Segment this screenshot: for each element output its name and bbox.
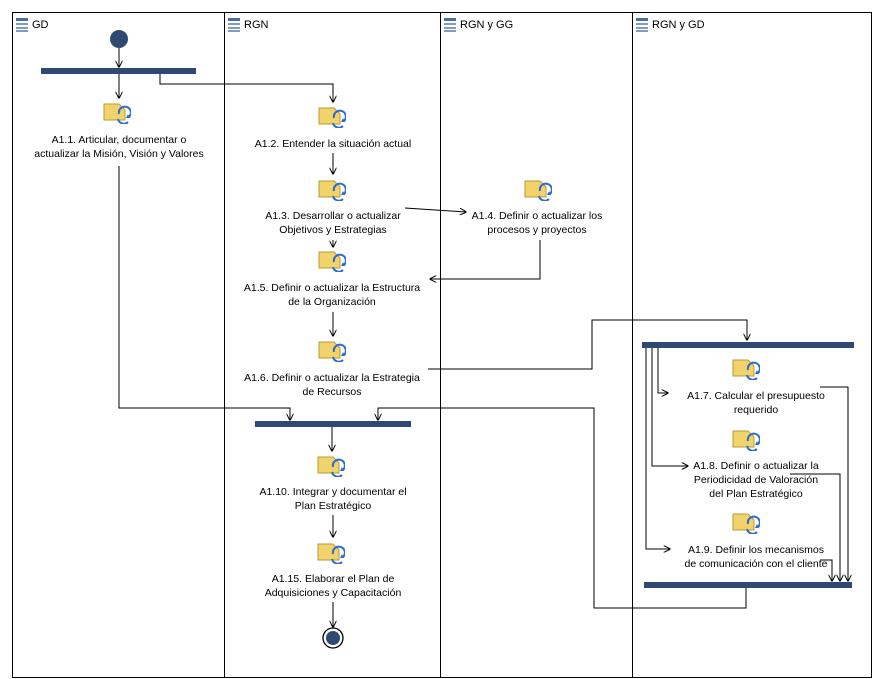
activity-icon [732,430,760,451]
activity-icon [103,103,131,124]
activity-a1-3[interactable]: A1.3. Desarrollar o actualizar Objetivos… [228,209,438,237]
activity-label: procesos y proyectos [487,224,587,236]
diagram-frame [12,12,872,678]
flow-arrow[interactable] [820,559,832,581]
activity-icon [732,359,760,380]
fork-bar[interactable] [41,68,196,74]
activity-label: A1.10. Integrar y documentar el [259,486,407,498]
activity-a1-5[interactable]: A1.5. Definir o actualizar la Estructura… [226,281,438,309]
join-bar[interactable] [255,421,411,427]
activity-icon [318,107,346,128]
activity-label: A1.8. Definir o actualizar la [693,460,819,472]
activity-label: A1.4. Definir o actualizar los [471,210,603,222]
activity-label: A1.3. Desarrollar o actualizar [265,210,401,222]
flow-arrow[interactable] [430,240,541,279]
flow-arrow[interactable] [657,348,668,393]
lane-header-rgn-gg[interactable]: RGN y GG [444,18,513,32]
activity-a1-6[interactable]: A1.6. Definir o actualizar la Estrategia… [226,371,438,399]
lane-header-rgn[interactable]: RGN [228,18,268,32]
activity-a1-8[interactable]: A1.8. Definir o actualizar la Periodicid… [656,459,856,501]
activity-a1-10[interactable]: A1.10. Integrar y documentar el Plan Est… [228,485,438,513]
activity-a1-4[interactable]: A1.4. Definir o actualizar los procesos … [442,209,632,237]
activity-icon [317,543,345,564]
flow-arrow[interactable] [651,348,688,466]
lane-divider [632,12,633,678]
activity-a1-9[interactable]: A1.9. Definir los mecanismos de comunica… [656,543,856,571]
flow-arrow[interactable] [428,319,747,370]
flow-arrow[interactable] [159,74,333,102]
lane-title: RGN y GG [460,19,514,31]
flow-arrow[interactable] [790,473,840,581]
activity-label: Objetivos y Estrategias [279,224,387,236]
flow-arrow[interactable] [378,407,747,609]
activity-label: de la Organización [288,296,376,308]
activity-label: A1.5. Definir o actualizar la Estructura [243,282,421,294]
flow-arrow[interactable] [820,386,848,581]
fork-bar[interactable] [642,342,854,348]
activity-icon [318,251,346,272]
activity-label: actualizar la Misión, Visión y Valores [34,148,204,160]
flow-arrow[interactable] [118,166,290,420]
activity-label: A1.9. Definir los mecanismos [688,544,824,556]
activity-label: A1.7. Calcular el presupuesto [687,390,825,402]
flow-arrow[interactable] [645,348,670,549]
activity-label: de comunicación con el cliente [684,558,828,570]
activity-label: Periodicidad de Valoración [693,474,819,486]
activity-icon [318,180,346,201]
initial-node[interactable] [110,30,128,48]
lane-divider [224,12,225,678]
join-bar[interactable] [644,582,852,588]
activity-label: Plan Estratégico [294,500,372,512]
activity-label: A1.6. Definir o actualizar la Estrategia [244,372,420,384]
swimlane-icon [228,18,240,32]
swimlane-icon [16,18,28,32]
lane-header-rgn-gd[interactable]: RGN y GD [636,18,705,32]
swimlane-icon [444,18,456,32]
activity-icon [317,456,345,477]
activity-icon [524,180,552,201]
lane-title: RGN y GD [652,19,705,31]
activity-label: del Plan Estratégico [709,488,803,500]
activity-a1-15[interactable]: A1.15. Elaborar el Plan de Adquisiciones… [228,572,438,600]
activity-icon [318,341,346,362]
activity-label: A1.2. Entender la situación actual [254,138,412,150]
activity-icon [732,513,760,534]
activity-label: A1.15. Elaborar el Plan de [271,573,395,585]
flow-arrow[interactable] [404,207,466,212]
activity-label: de Recursos [302,386,362,398]
lane-title: RGN [244,19,269,31]
activity-a1-7[interactable]: A1.7. Calcular el presupuesto requerido [656,389,856,417]
lane-divider [440,12,441,678]
activity-a1-1[interactable]: A1.1. Articular, documentar o actualizar… [14,133,224,161]
activity-label: A1.1. Articular, documentar o [51,134,187,146]
activity-label: requerido [733,404,779,416]
lane-title: GD [32,19,49,31]
lane-header-gd[interactable]: GD [16,18,49,32]
swimlane-icon [636,18,648,32]
activity-label: Adquisiciones y Capacitación [264,587,402,599]
activity-a1-2[interactable]: A1.2. Entender la situación actual [228,137,438,151]
final-node-inner [326,631,340,645]
